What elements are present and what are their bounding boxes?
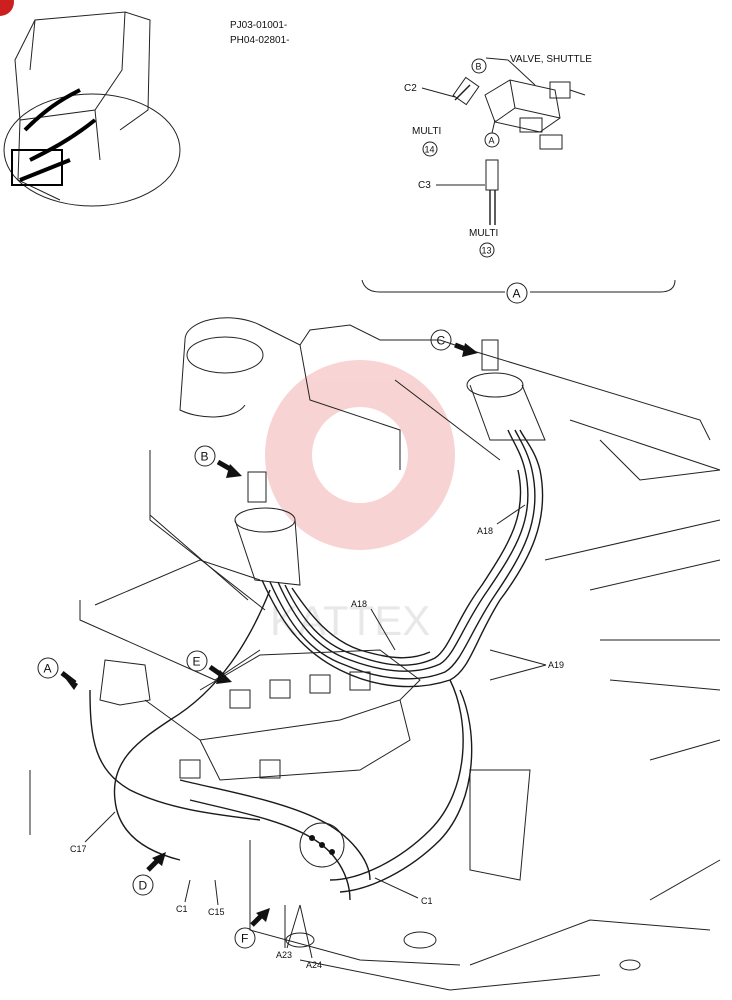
a24-text: A24 [306,960,322,970]
part-label-c1-left: C1 [176,879,191,914]
c1-left-text: C1 [176,904,188,914]
multi-14-label: MULTI [412,126,441,137]
part-label-c15: C15 [208,879,225,917]
callout-c-letter: C [437,334,446,348]
multi-13-number: 13 [482,246,492,256]
corner-badge [0,0,14,16]
a18-upper-text: A18 [477,526,493,536]
callout-b-letter: B [201,450,209,464]
callout-f-letter: F [241,932,248,946]
part-label-c17: C17 [70,811,116,854]
part-label-a24: A24 [299,904,322,970]
callout-b: B [194,445,242,478]
detail-callout-b [471,58,487,74]
c2-label: C2 [404,83,417,94]
serial-line-1: PJ03-01001- [230,20,287,31]
part-label-a18-lower: A18 [351,599,396,651]
part-label-a19: A19 [489,649,564,681]
c1-right-text: C1 [421,896,433,906]
detail-callout-a-letter: A [489,136,495,146]
a18-lower-text: A18 [351,599,367,609]
c17-text: C17 [70,844,87,854]
a23-text: A23 [276,950,292,960]
part-label-a18-upper: A18 [477,504,526,536]
detail-a-view: VALVE, SHUTTLE B C2 MULTI 14 A C3 MULTI [361,54,676,304]
callout-a: A [37,657,78,690]
machine-overview-thumbnail [3,11,181,207]
detail-callout-b-letter: B [476,62,482,72]
detail-a-letter: A [513,287,521,301]
a19-text: A19 [548,660,564,670]
control-valve-block [99,649,421,868]
callout-a-letter: A [44,662,52,676]
callout-d: D [132,852,166,896]
upper-frame [29,317,721,991]
pilot-valve-right [394,339,546,461]
hose-bundles [89,429,544,901]
multi-13-label: MULTI [469,228,498,239]
part-label-c1-right: C1 [374,877,433,906]
callout-f: F [234,908,270,949]
c3-label: C3 [418,180,431,191]
valve-shuttle-label: VALVE, SHUTTLE [510,54,592,65]
callout-e-letter: E [193,655,201,669]
callout-e: E [186,650,232,684]
pilot-valve-left [149,471,301,601]
callout-d-letter: D [139,879,148,893]
c15-text: C15 [208,907,225,917]
serial-line-2: PH04-02801- [230,35,289,46]
multi-14-number: 14 [425,145,435,155]
part-label-a23: A23 [276,904,301,960]
callout-c: C [430,329,478,357]
